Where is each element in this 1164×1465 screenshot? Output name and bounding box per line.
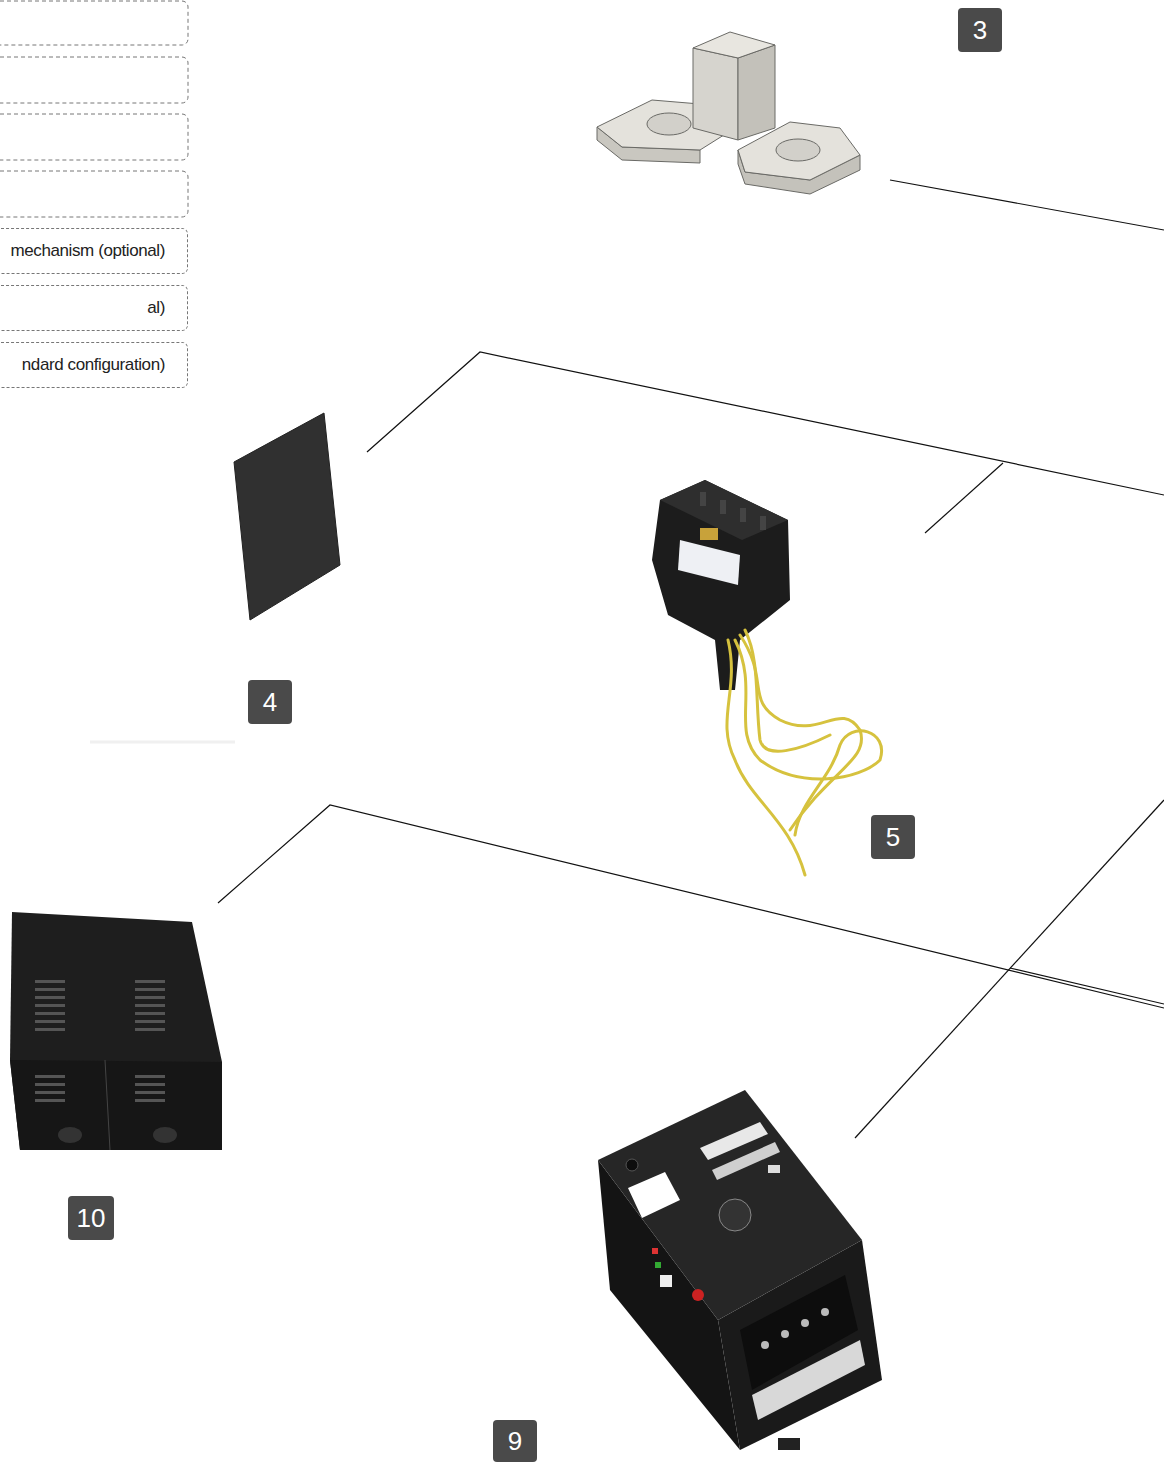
callout-number: 10 [68, 1196, 114, 1240]
option-text: ndard configuration) [22, 355, 165, 375]
option-box: mechanism (optional) [0, 228, 188, 274]
callout-number: 9 [493, 1420, 537, 1462]
option-box: ndard configuration) [0, 342, 188, 388]
shunt-release [652, 480, 882, 875]
option-text: mechanism (optional) [10, 241, 165, 261]
empty-list-boxes [0, 1, 188, 217]
faint-mark [90, 741, 235, 744]
motor-mechanism [598, 1090, 882, 1450]
leader-lines [218, 180, 1164, 1138]
insulating-plate [234, 413, 340, 620]
callout-number: 5 [871, 815, 915, 859]
terminal-cover [10, 912, 222, 1150]
callout-number: 3 [958, 8, 1002, 52]
callout-number: 4 [248, 680, 292, 724]
option-text: al) [147, 298, 165, 318]
option-box: al) [0, 285, 188, 331]
busbar-bracket [597, 32, 860, 194]
